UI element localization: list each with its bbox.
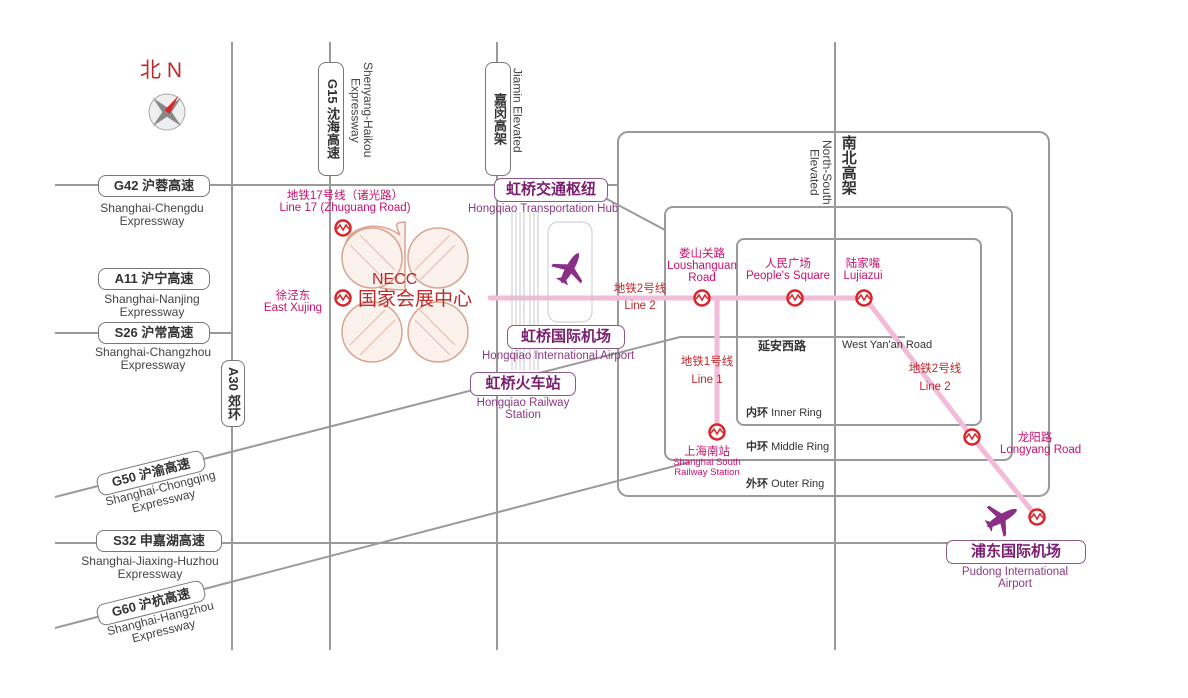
outer-ring-cn: 外环 xyxy=(746,478,768,490)
north-south-cn: 南北高架 xyxy=(839,135,857,195)
compass-icon xyxy=(148,93,186,131)
north-south-en: North-South Elevated xyxy=(807,139,834,205)
hongqiao-airport-en: Hongqiao International Airport xyxy=(482,350,635,362)
jiamin-en: Jiamin Elevated xyxy=(510,68,525,153)
line2-east-en: Line 2 xyxy=(919,381,951,394)
transport-hub-en: Hongqiao Transportation Hub xyxy=(468,203,619,215)
hub-connector xyxy=(604,197,666,231)
east-xujing-en: East Xujing xyxy=(263,302,323,315)
pudong-airport-en: Pudong International Airport xyxy=(961,566,1069,591)
s32-label: S32 申嘉湖高速 xyxy=(96,530,222,552)
g50-road xyxy=(54,336,905,498)
jiamin-label: 嘉闵高架 xyxy=(485,62,511,176)
longyang-cn: 龙阳路 xyxy=(1017,432,1053,444)
s26-label: S26 沪常高速 xyxy=(98,322,210,344)
west-yanan-cn: 延安西路 xyxy=(758,339,807,353)
necc-clover xyxy=(341,221,469,363)
g15-label: G15 沈海高速 xyxy=(318,62,344,176)
a11-label: A11 沪宁高速 xyxy=(98,268,210,290)
shanghai-south-cn: 上海南站 xyxy=(684,446,730,458)
peoples-square-cn: 人民广场 xyxy=(765,258,811,270)
pudong-airport-label: 浦东国际机场 xyxy=(946,540,1086,564)
hongqiao-rail-en: Hongqiao Railway Station xyxy=(476,397,570,422)
s26-en: Shanghai-Changzhou Expressway xyxy=(94,345,212,372)
venue-name: 国家会展中心 xyxy=(358,289,473,310)
line17-en: Line 17 (Zhuguang Road) xyxy=(279,202,411,215)
line17-cn: 地铁17号线（诸光路） xyxy=(286,190,404,202)
inner-ring-en: Inner Ring xyxy=(771,407,822,419)
outer-ring xyxy=(617,131,1050,497)
loushanguan-cn: 娄山关路 xyxy=(679,248,725,260)
transport-hub-label: 虹桥交通枢纽 xyxy=(494,178,608,202)
shanghai-south-en: Shanghai South Railway Station xyxy=(673,457,741,479)
middle-ring xyxy=(664,206,1013,461)
loushanguan-en: Loushanguan Road xyxy=(667,260,737,285)
peoples-square-en: People's Square xyxy=(745,270,831,283)
inner-ring xyxy=(736,238,982,426)
s32-en: Shanghai-Jiaxing-Huzhou Expressway xyxy=(81,554,219,581)
a30-label: A30 郊环 xyxy=(221,360,245,428)
hongqiao-airport-label: 虹桥国际机场 xyxy=(507,325,625,349)
middle-ring-en: Middle Ring xyxy=(771,441,830,453)
middle-ring-cn: 中环 xyxy=(746,441,768,453)
west-yanan-en: West Yan'an Road xyxy=(842,339,933,351)
line1-cn: 地铁1号线 xyxy=(680,356,734,368)
line2-west-cn: 地铁2号线 xyxy=(613,283,667,295)
g15-en: Shenyang-Haikou Expressway xyxy=(348,62,375,158)
lujiazui-cn: 陆家嘴 xyxy=(845,258,881,270)
east-xujing-cn: 徐泾东 xyxy=(275,290,311,302)
longyang-en: Longyang Road xyxy=(1000,444,1082,457)
outer-ring-en: Outer Ring xyxy=(771,478,825,490)
compass-label: 北 N xyxy=(140,59,182,82)
venue-abbr: NECC xyxy=(372,271,418,288)
a11-en: Shanghai-Nanjing Expressway xyxy=(104,292,200,319)
line2-east-cn: 地铁2号线 xyxy=(908,363,962,375)
line1-en: Line 1 xyxy=(691,374,723,387)
inner-ring-cn: 内环 xyxy=(746,407,768,419)
g42-en: Shanghai-Chengdu Expressway xyxy=(100,201,204,228)
hongqiao-rail-label: 虹桥火车站 xyxy=(470,372,576,396)
lujiazui-en: Lujiazui xyxy=(843,270,883,283)
g42-label: G42 沪蓉高速 xyxy=(98,175,210,197)
line2-west-en: Line 2 xyxy=(624,300,656,313)
